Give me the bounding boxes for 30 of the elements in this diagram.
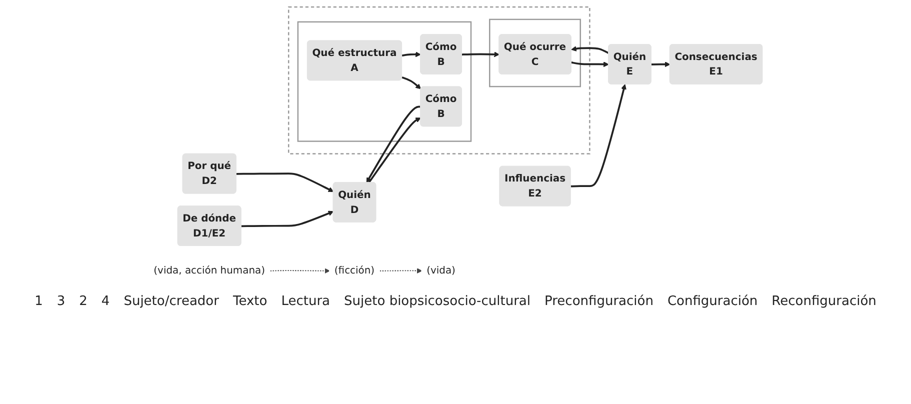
arrow [571, 46, 610, 54]
arrow [366, 106, 421, 183]
text-label: Reconfiguración [772, 294, 876, 309]
text-label: 4 [101, 294, 110, 309]
cluster [489, 18, 581, 88]
text-label: 1 [34, 294, 43, 309]
node-text: (vida) [426, 264, 456, 276]
arrow [402, 52, 421, 58]
arrow [651, 62, 670, 68]
text-label: 2 [79, 294, 88, 309]
text-label: Lectura [281, 294, 330, 309]
text-label: Texto [232, 294, 268, 309]
node-text: (ficción) [334, 264, 375, 276]
arrow [270, 268, 330, 274]
text-label: Configuración [667, 294, 758, 309]
arrow [236, 172, 334, 192]
arrow [570, 84, 626, 188]
node-text: (vida, acción humana) [154, 264, 265, 276]
text-label: Sujeto/creador [124, 294, 219, 309]
arrow [368, 118, 421, 184]
arrow [402, 76, 422, 90]
cluster [288, 6, 590, 154]
text-label: 3 [56, 294, 66, 309]
cluster [297, 21, 472, 142]
arrow [462, 52, 500, 58]
arrow [571, 62, 609, 68]
arrow [241, 210, 334, 228]
text-label: Preconfiguración [544, 294, 654, 309]
text-label: Sujeto biopsicosocio-cultural [344, 294, 530, 309]
arrow [379, 268, 422, 274]
